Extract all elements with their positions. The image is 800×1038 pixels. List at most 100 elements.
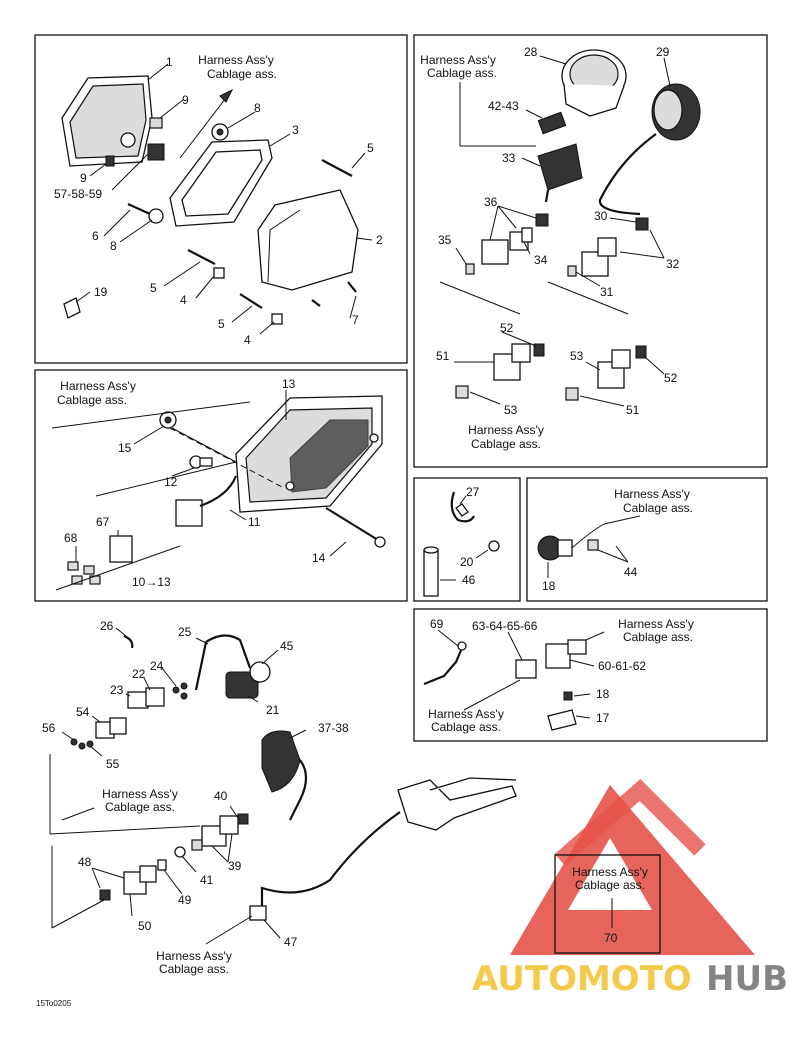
harness-label-p1-l1: Harness Ass'y <box>198 53 274 67</box>
callout-19: 19 <box>94 285 108 299</box>
callout-5c: 5 <box>218 317 225 331</box>
indicator-lamp-group <box>537 523 605 561</box>
callout-37-38: 37-38 <box>318 721 349 735</box>
callout-68: 68 <box>64 531 78 545</box>
callout-2: 2 <box>376 233 383 247</box>
logo-text-automoto: AUTOMOTO <box>472 959 692 999</box>
callout-17: 17 <box>596 711 610 725</box>
callout-13: 13 <box>282 377 296 391</box>
callout-5b: 5 <box>150 281 157 295</box>
harness-label-p3-l2: Cablage ass. <box>57 393 127 407</box>
panel-headlight <box>34 34 408 364</box>
panel-indicator-lamp <box>526 477 768 602</box>
leaders-panel-2 <box>439 55 671 407</box>
harness-label-bottom-2-l1: Harness Ass'y <box>156 949 232 963</box>
panel-gauges <box>413 34 768 468</box>
callout-10-13: 10→13 <box>132 575 171 589</box>
callout-8a: 8 <box>254 101 261 115</box>
callout-29: 29 <box>656 45 670 59</box>
callout-52a: 52 <box>500 321 514 335</box>
callout-35: 35 <box>438 233 452 247</box>
callout-41: 41 <box>200 873 214 887</box>
callout-45: 45 <box>280 639 294 653</box>
automotohub-logo: AUTOMOTO HUB <box>472 779 788 999</box>
panel-harness-70 <box>554 854 661 954</box>
harness-label-p2-bottom-l1: Harness Ass'y <box>468 423 544 437</box>
callout-44: 44 <box>624 565 638 579</box>
callout-63-66: 63-64-65-66 <box>472 619 538 633</box>
tie-wrap-group <box>423 491 500 597</box>
callout-5a: 5 <box>367 141 374 155</box>
leaders-panel-1 <box>75 63 373 335</box>
callout-33: 33 <box>502 151 516 165</box>
callout-7: 7 <box>352 313 359 327</box>
harness-label-bottom-1-l2: Cablage ass. <box>105 800 175 814</box>
panel-sensor <box>413 608 768 742</box>
callout-34: 34 <box>534 253 548 267</box>
callout-9a: 9 <box>182 93 189 107</box>
harness-label-p5-l1: Harness Ass'y <box>614 487 690 501</box>
harness-label-p2-bottom-l2: Cablage ass. <box>471 437 541 451</box>
callout-18b: 18 <box>596 687 610 701</box>
harness-label-p70-l1: Harness Ass'y <box>572 865 648 879</box>
callout-32: 32 <box>666 257 680 271</box>
harness-label-p1-l2: Cablage ass. <box>207 67 277 81</box>
harness-label-p6-top-l2: Cablage ass. <box>623 630 693 644</box>
taillight-dashed-line <box>169 427 285 489</box>
callout-3: 3 <box>292 123 299 137</box>
callout-69: 69 <box>430 617 444 631</box>
callout-53b: 53 <box>570 349 584 363</box>
callout-51a: 51 <box>436 349 450 363</box>
callout-4a: 4 <box>180 293 187 307</box>
gauges-group <box>455 49 701 401</box>
callout-11: 11 <box>248 515 261 529</box>
reference-code: 15To0205 <box>36 999 72 1008</box>
callout-26: 26 <box>100 619 114 633</box>
headlight-group <box>61 75 359 325</box>
callout-21: 21 <box>266 703 280 717</box>
callout-14: 14 <box>312 551 326 565</box>
callout-54: 54 <box>76 705 90 719</box>
callout-25: 25 <box>178 625 192 639</box>
callout-48: 48 <box>78 855 92 869</box>
harness-label-p6-bottom-l2: Cablage ass. <box>431 720 501 734</box>
harness-label-p5-l2: Cablage ass. <box>623 501 693 515</box>
callout-49: 49 <box>178 893 192 907</box>
callout-42-43: 42-43 <box>488 99 519 113</box>
callout-6: 6 <box>92 229 99 243</box>
harness-label-bottom-2-l2: Cablage ass. <box>159 962 229 976</box>
leaders-panel-6 <box>437 629 605 719</box>
callout-9b: 9 <box>80 171 87 185</box>
harness-label-p70-l2: Cablage ass. <box>575 878 645 892</box>
callout-60-62: 60-61-62 <box>598 659 646 673</box>
callout-27: 27 <box>466 485 480 499</box>
callout-12: 12 <box>164 475 178 489</box>
callout-57-58-59: 57-58-59 <box>54 187 102 201</box>
harness-label-p6-top-l1: Harness Ass'y <box>618 617 694 631</box>
callout-20: 20 <box>460 555 474 569</box>
callout-67: 67 <box>96 515 110 529</box>
callout-55: 55 <box>106 757 120 771</box>
callout-28: 28 <box>524 45 538 59</box>
callout-70: 70 <box>604 931 618 945</box>
callout-15: 15 <box>118 441 132 455</box>
panel-taillight <box>34 369 408 602</box>
callout-24: 24 <box>150 659 164 673</box>
callout-39: 39 <box>228 859 242 873</box>
leaders-bottom <box>49 627 613 945</box>
callout-30: 30 <box>594 209 608 223</box>
callout-52b: 52 <box>664 371 678 385</box>
callout-40: 40 <box>214 789 228 803</box>
harness-label-p6-bottom-l1: Harness Ass'y <box>428 707 504 721</box>
callout-51b: 51 <box>626 403 640 417</box>
sensor-group <box>423 639 587 731</box>
harness-label-bottom-1-l1: Harness Ass'y <box>102 787 178 801</box>
callout-36: 36 <box>484 195 498 209</box>
harness-label-p3-l1: Harness Ass'y <box>60 379 136 393</box>
callout-4b: 4 <box>244 333 251 347</box>
callout-53a: 53 <box>504 403 518 417</box>
callout-50: 50 <box>138 919 152 933</box>
callout-31: 31 <box>600 285 614 299</box>
callout-18: 18 <box>542 579 556 593</box>
